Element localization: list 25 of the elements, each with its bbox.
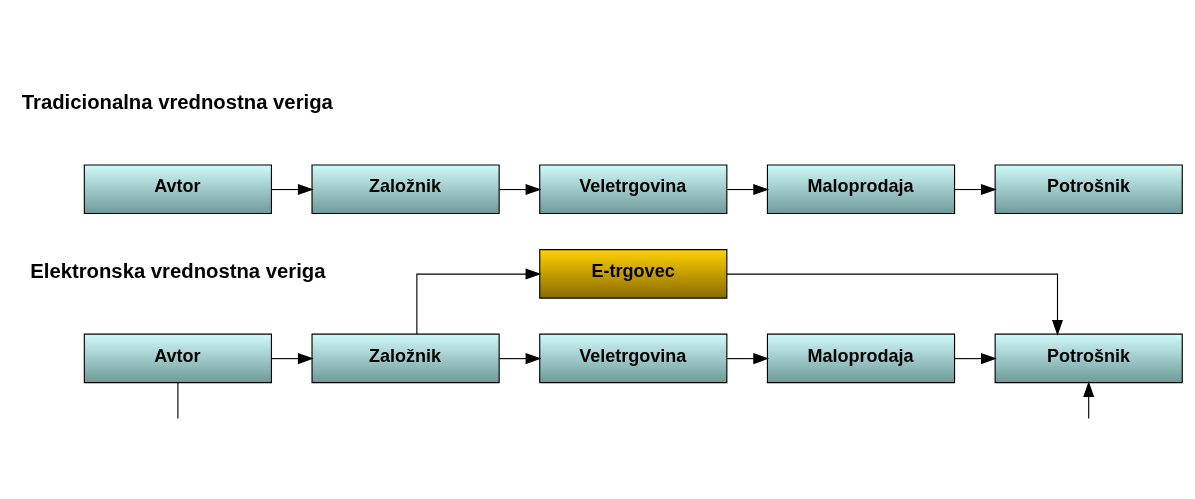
node-box: Avtor	[83, 333, 272, 383]
arrow	[726, 183, 770, 195]
arrow	[270, 352, 314, 364]
arrow	[954, 183, 997, 195]
node-box: Maloprodaja	[766, 164, 956, 214]
arrow	[954, 352, 997, 364]
node-box: Avtor	[83, 164, 272, 214]
arrow	[726, 352, 770, 364]
label: Tradicionalna vrednostna veriga	[21, 90, 333, 113]
node-box: Veletrgovina	[539, 333, 728, 383]
arrow	[416, 268, 542, 335]
node-box: Potrošnik	[994, 333, 1183, 383]
arrow	[498, 183, 542, 195]
node-box: Maloprodaja	[766, 333, 956, 383]
arrow	[498, 352, 542, 364]
node-box: Veletrgovina	[539, 164, 728, 214]
arrow	[270, 183, 314, 195]
node-box: Založnik	[311, 333, 500, 383]
connector	[177, 381, 179, 419]
arrow	[726, 273, 1064, 336]
node-box: Založnik	[311, 164, 500, 214]
label: Elektronska vrednostna veriga	[30, 259, 326, 282]
arrow	[1083, 380, 1095, 419]
node-box: Potrošnik	[994, 164, 1183, 214]
node-box: E-trgovec	[539, 248, 728, 299]
